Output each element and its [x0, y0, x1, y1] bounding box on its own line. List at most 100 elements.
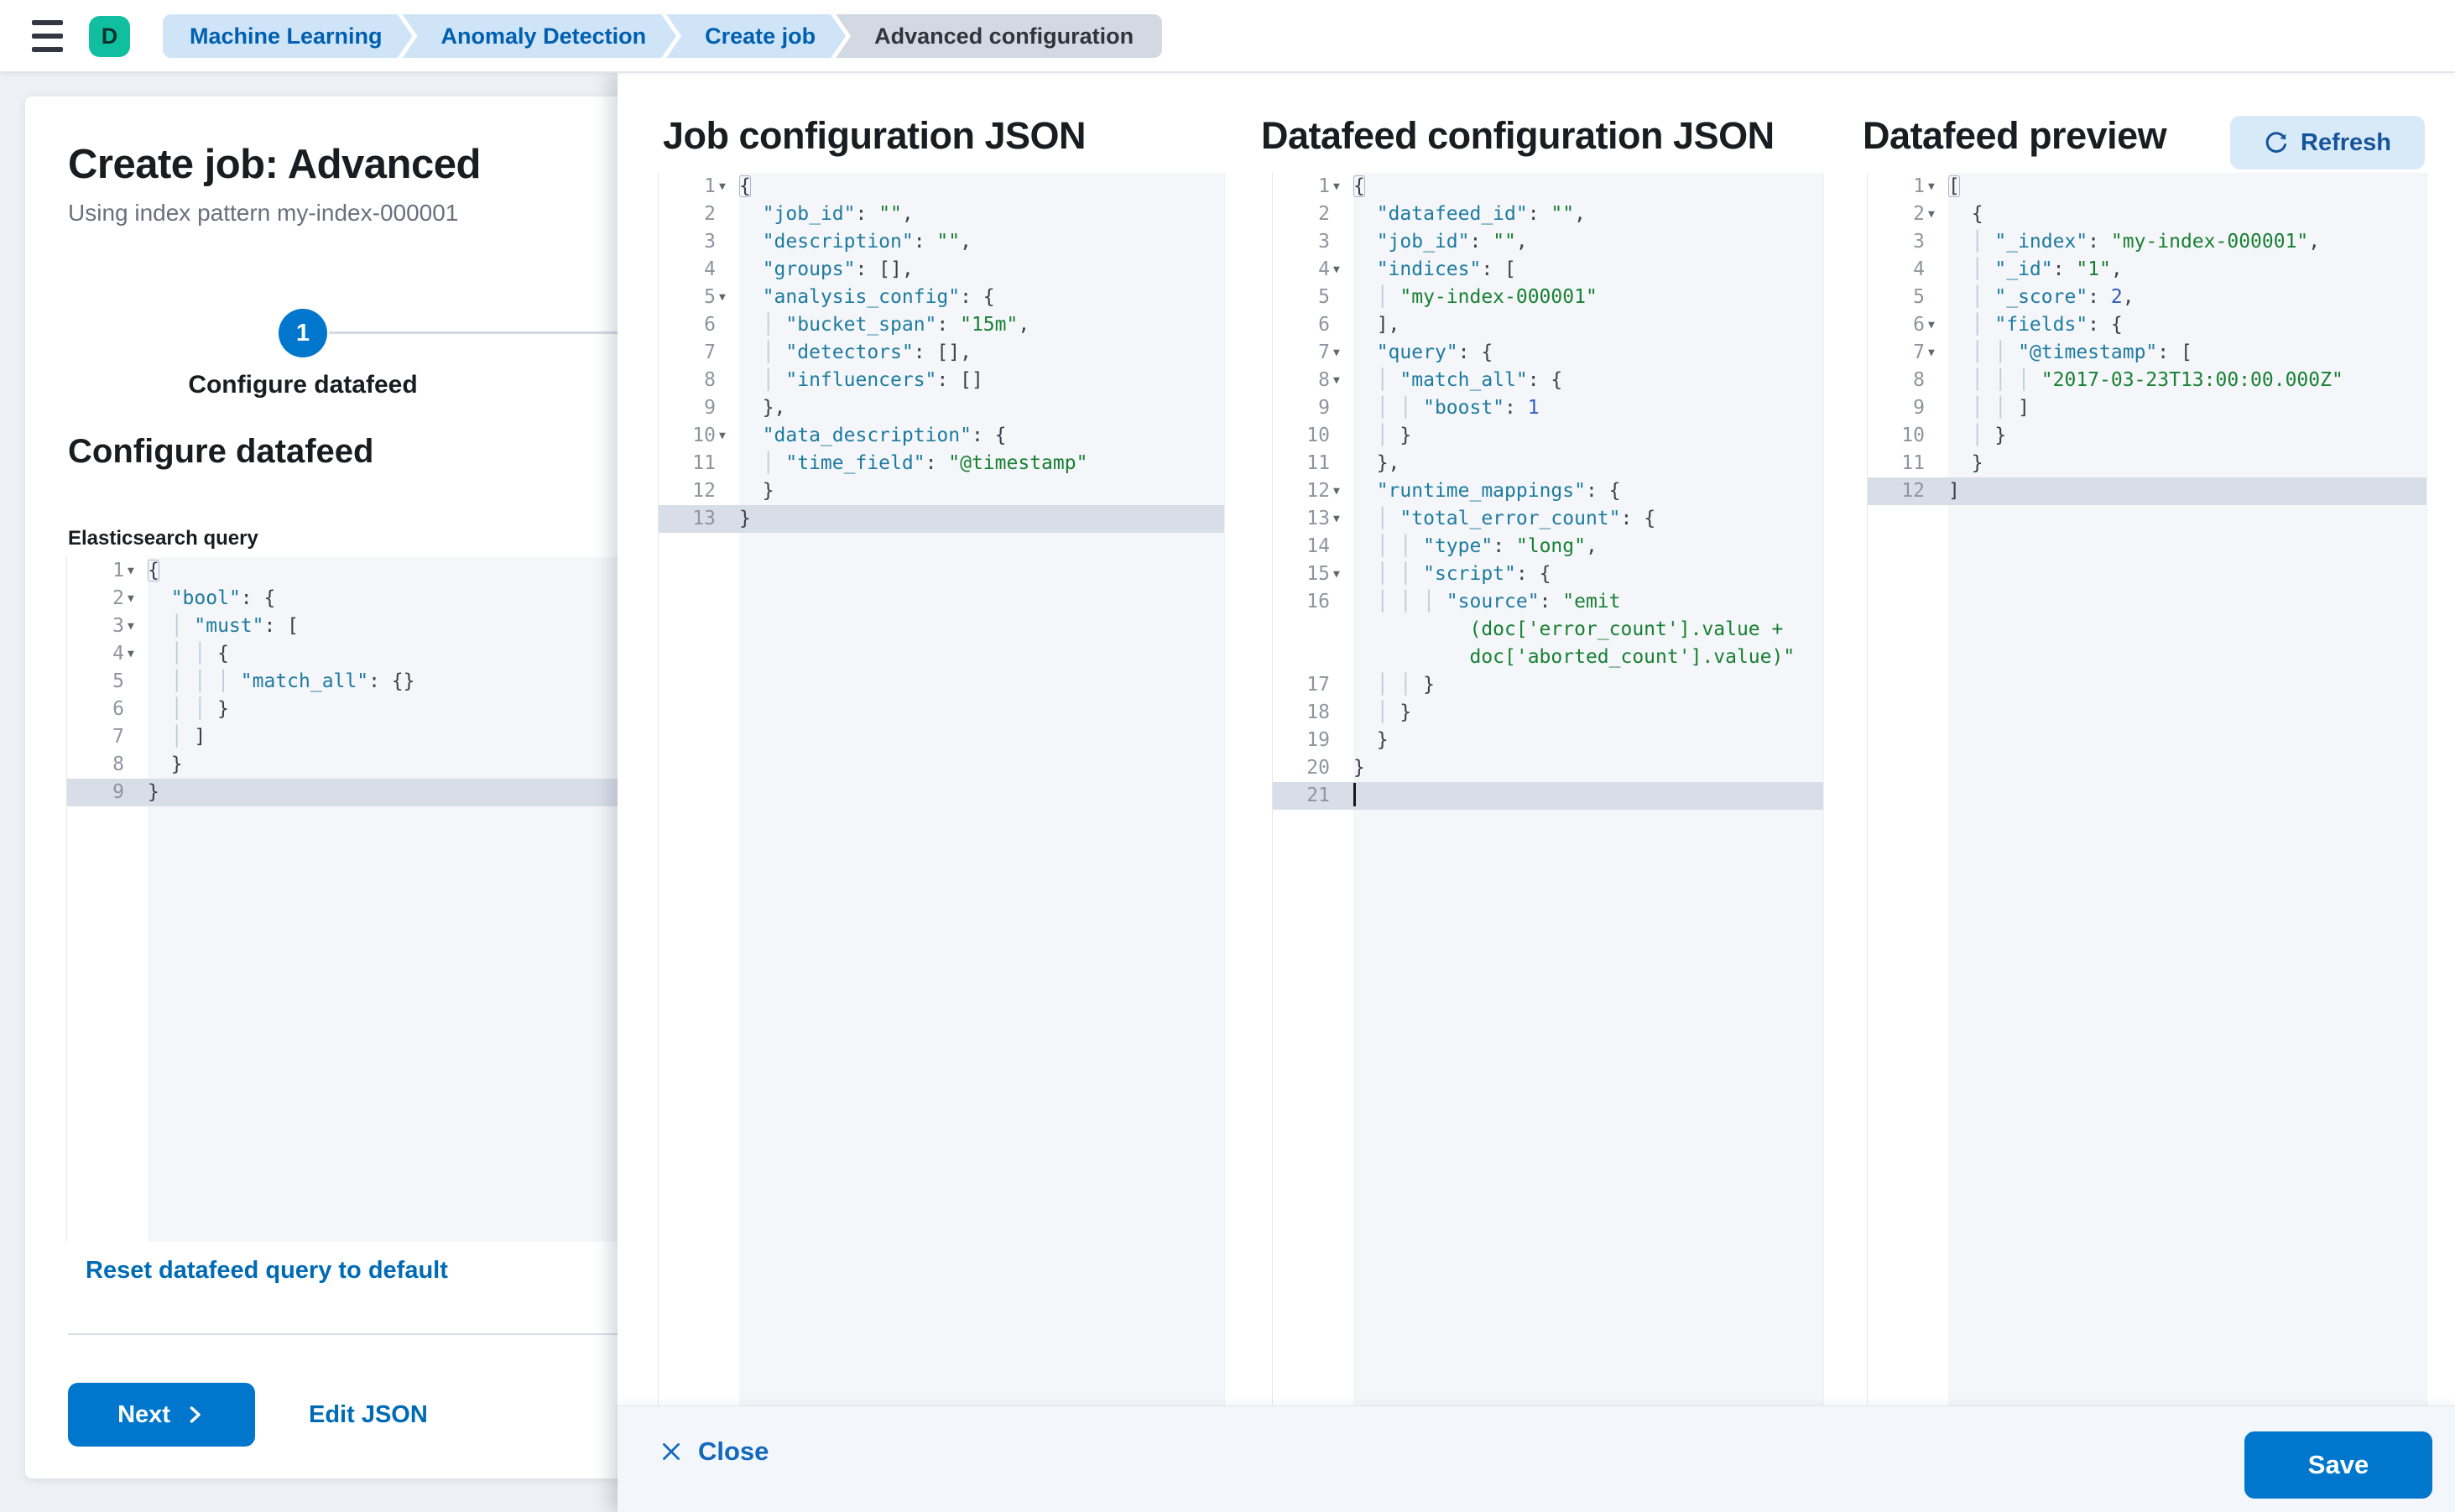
divider: [68, 1333, 621, 1335]
code-line: 12]: [1868, 477, 2426, 505]
line-number[interactable]: 2▼: [1868, 201, 1948, 228]
code-line-content: │ │ "script": {: [1353, 563, 1551, 585]
space-avatar[interactable]: D: [89, 16, 130, 57]
refresh-icon: [2265, 132, 2286, 154]
code-line: 5▼ "analysis_config": {: [659, 284, 1224, 311]
code-line: 13}: [659, 505, 1224, 533]
code-line: 21: [1273, 782, 1823, 810]
breadcrumb-item-create-job[interactable]: Create job: [666, 14, 846, 58]
line-number: 12: [1901, 480, 1925, 502]
code-line: 19 }: [1273, 727, 1823, 754]
code-line: 4 │ "_id": "1",: [1868, 256, 2426, 284]
line-number[interactable]: 8▼: [1273, 367, 1353, 394]
elasticsearch-query-editor[interactable]: 1▼{2▼ "bool": {3▼ │ "must": [4▼ │ │ {5 │…: [66, 557, 622, 1242]
code-line-content: "data_description": {: [762, 425, 1007, 446]
code-line-content: │ │ │ "source": "emit: [1353, 591, 1621, 613]
code-line-content: │ │ │ "2017-03-23T13:00:00.000Z": [1948, 369, 2343, 391]
code-line: 5 │ "_score": 2,: [1868, 284, 2426, 311]
line-number[interactable]: 13▼: [1273, 505, 1353, 533]
fold-arrow-icon: ▼: [719, 291, 726, 304]
line-number[interactable]: 3▼: [67, 613, 148, 640]
code-line: 9 },: [659, 394, 1224, 422]
code-line: 2▼ "bool": {: [67, 585, 622, 613]
line-number[interactable]: 1▼: [659, 173, 739, 201]
code-line-content: "query": {: [1376, 342, 1493, 363]
code-line: 8 │ │ │ "2017-03-23T13:00:00.000Z": [1868, 367, 2426, 394]
code-line-content: {: [739, 175, 751, 197]
code-line-content: │ "detectors": [],: [739, 342, 972, 363]
index-pattern-subtitle: Using index pattern my-index-000001: [68, 200, 459, 226]
code-line: 15▼ │ │ "script": {: [1273, 560, 1823, 588]
line-number: [1273, 616, 1353, 644]
reset-datafeed-query-link[interactable]: Reset datafeed query to default: [86, 1257, 448, 1284]
code-line-content: │ "time_field": "@timestamp": [739, 452, 1088, 474]
code-line-content: │ }: [1948, 425, 2007, 446]
line-number: 8: [112, 753, 124, 775]
save-button[interactable]: Save: [2244, 1431, 2432, 1499]
close-button[interactable]: Close: [659, 1436, 769, 1467]
code-line-content: │ │ }: [148, 698, 229, 720]
breadcrumb-item-advanced-configuration: Advanced configuration: [836, 14, 1163, 58]
code-line: 5 │ "my-index-000001": [1273, 284, 1823, 311]
breadcrumb-item-machine-learning[interactable]: Machine Learning: [163, 14, 413, 58]
job-configuration-json-editor[interactable]: 1▼{2 "job_id": "",3 "description": "",4 …: [658, 173, 1225, 1405]
fold-arrow-icon: ▼: [1333, 513, 1340, 525]
line-number[interactable]: 2▼: [67, 585, 148, 613]
line-number: 5: [112, 670, 124, 692]
code-line-content: │ │ }: [1353, 674, 1435, 696]
next-button[interactable]: Next: [68, 1383, 255, 1447]
line-number[interactable]: 1▼: [1868, 173, 1948, 201]
code-line-content: ]: [1948, 480, 1960, 502]
menu-hamburger-icon[interactable]: [32, 20, 65, 52]
code-line-content: │ │ ]: [1948, 397, 2030, 419]
line-number[interactable]: 7▼: [1273, 339, 1353, 367]
code-line-content: ],: [1353, 314, 1400, 336]
code-line: 20}: [1273, 754, 1823, 782]
code-line: 10 │ }: [1273, 422, 1823, 450]
close-button-label: Close: [698, 1436, 769, 1466]
line-number[interactable]: 7▼: [1868, 339, 1948, 367]
line-number[interactable]: 1▼: [67, 557, 148, 585]
code-line-content: │ "influencers": []: [739, 369, 983, 391]
code-line-content: │ │ "@timestamp": [: [1948, 342, 2192, 363]
line-number[interactable]: 4▼: [1273, 256, 1353, 284]
code-line-content: │ "bucket_span": "15m",: [739, 314, 1030, 336]
step-1-indicator[interactable]: 1: [279, 309, 327, 357]
edit-json-link[interactable]: Edit JSON: [309, 1401, 428, 1428]
code-line: 10 │ }: [1868, 422, 2426, 450]
datafeed-preview-editor[interactable]: 1▼[2▼ {3 │ "_index": "my-index-000001",4…: [1867, 173, 2427, 1405]
code-line: doc['aborted_count'].value)": [1273, 644, 1823, 671]
line-number[interactable]: 4▼: [67, 640, 148, 668]
breadcrumb-item-anomaly-detection[interactable]: Anomaly Detection: [403, 14, 677, 58]
fold-arrow-icon: ▼: [128, 565, 134, 577]
fold-arrow-icon: ▼: [128, 592, 134, 605]
code-line: 5 │ │ │ "match_all": {}: [67, 668, 622, 696]
line-number[interactable]: 5▼: [659, 284, 739, 311]
line-number: 2: [704, 203, 716, 225]
code-line: 6 ],: [1273, 311, 1823, 339]
code-line: 6 │ │ }: [67, 696, 622, 723]
line-number: 13: [692, 508, 716, 529]
code-line-content: {: [1948, 203, 1983, 225]
line-number: 6: [1318, 314, 1330, 336]
code-line-content: │ "fields": {: [1948, 314, 2123, 336]
refresh-button[interactable]: Refresh: [2230, 116, 2425, 169]
code-line-content: "bool": {: [170, 587, 276, 609]
code-line: 8 }: [67, 751, 622, 779]
code-line: 6▼ │ "fields": {: [1868, 311, 2426, 339]
elasticsearch-query-label: Elasticsearch query: [68, 527, 258, 550]
line-number[interactable]: 10▼: [659, 422, 739, 450]
save-button-label: Save: [2307, 1450, 2369, 1479]
datafeed-configuration-json-editor[interactable]: 1▼{2 "datafeed_id": "",3 "job_id": "",4▼…: [1272, 173, 1824, 1405]
line-number[interactable]: 6▼: [1868, 311, 1948, 339]
line-number[interactable]: 1▼: [1273, 173, 1353, 201]
line-number: 17: [1306, 674, 1330, 696]
code-line: 3 │ "_index": "my-index-000001",: [1868, 228, 2426, 256]
line-number[interactable]: 12▼: [1273, 477, 1353, 505]
line-number: 16: [1306, 591, 1330, 613]
refresh-button-label: Refresh: [2301, 128, 2391, 156]
line-number[interactable]: 15▼: [1273, 560, 1353, 588]
next-button-label: Next: [117, 1400, 170, 1428]
code-line: 7 │ "detectors": [],: [659, 339, 1224, 367]
code-line: 7 │ ]: [67, 723, 622, 751]
